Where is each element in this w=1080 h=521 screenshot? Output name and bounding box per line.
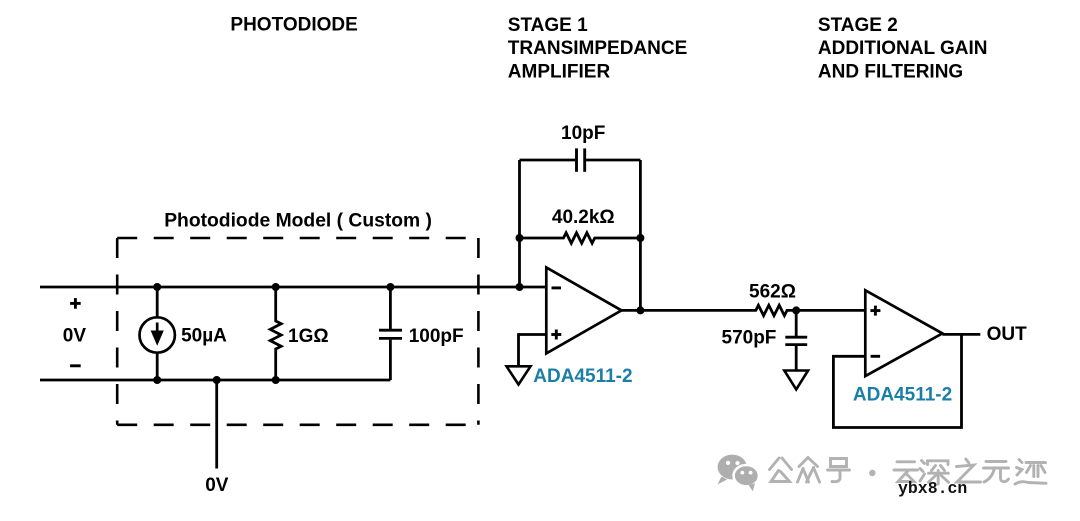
svg-text:1GΩ: 1GΩ xyxy=(288,326,329,347)
svg-text:50µA: 50µA xyxy=(181,326,227,347)
svg-text:TRANSIMPEDANCE: TRANSIMPEDANCE xyxy=(508,38,687,59)
svg-text:562Ω: 562Ω xyxy=(749,282,796,303)
svg-text:40.2kΩ: 40.2kΩ xyxy=(552,207,615,228)
svg-text:0V: 0V xyxy=(205,475,229,496)
svg-text:STAGE 2: STAGE 2 xyxy=(818,15,898,36)
svg-text:PHOTODIODE: PHOTODIODE xyxy=(230,15,357,36)
svg-text:ADA4511-2: ADA4511-2 xyxy=(533,366,632,387)
svg-text:AND FILTERING: AND FILTERING xyxy=(818,61,963,82)
svg-text:STAGE 1: STAGE 1 xyxy=(508,15,588,36)
svg-text:0V: 0V xyxy=(63,326,87,347)
svg-text:OUT: OUT xyxy=(987,324,1028,345)
svg-text:10pF: 10pF xyxy=(561,123,605,144)
svg-text:ADDITIONAL GAIN: ADDITIONAL GAIN xyxy=(818,38,988,59)
svg-text:ADA4511-2: ADA4511-2 xyxy=(853,385,952,406)
svg-text:570pF: 570pF xyxy=(722,328,777,349)
svg-text:Photodiode Model ( Custom ): Photodiode Model ( Custom ) xyxy=(164,211,432,232)
svg-text:ybx8.cn: ybx8.cn xyxy=(898,479,967,498)
svg-text:AMPLIFIER: AMPLIFIER xyxy=(508,61,611,82)
svg-text:100pF: 100pF xyxy=(409,326,464,347)
